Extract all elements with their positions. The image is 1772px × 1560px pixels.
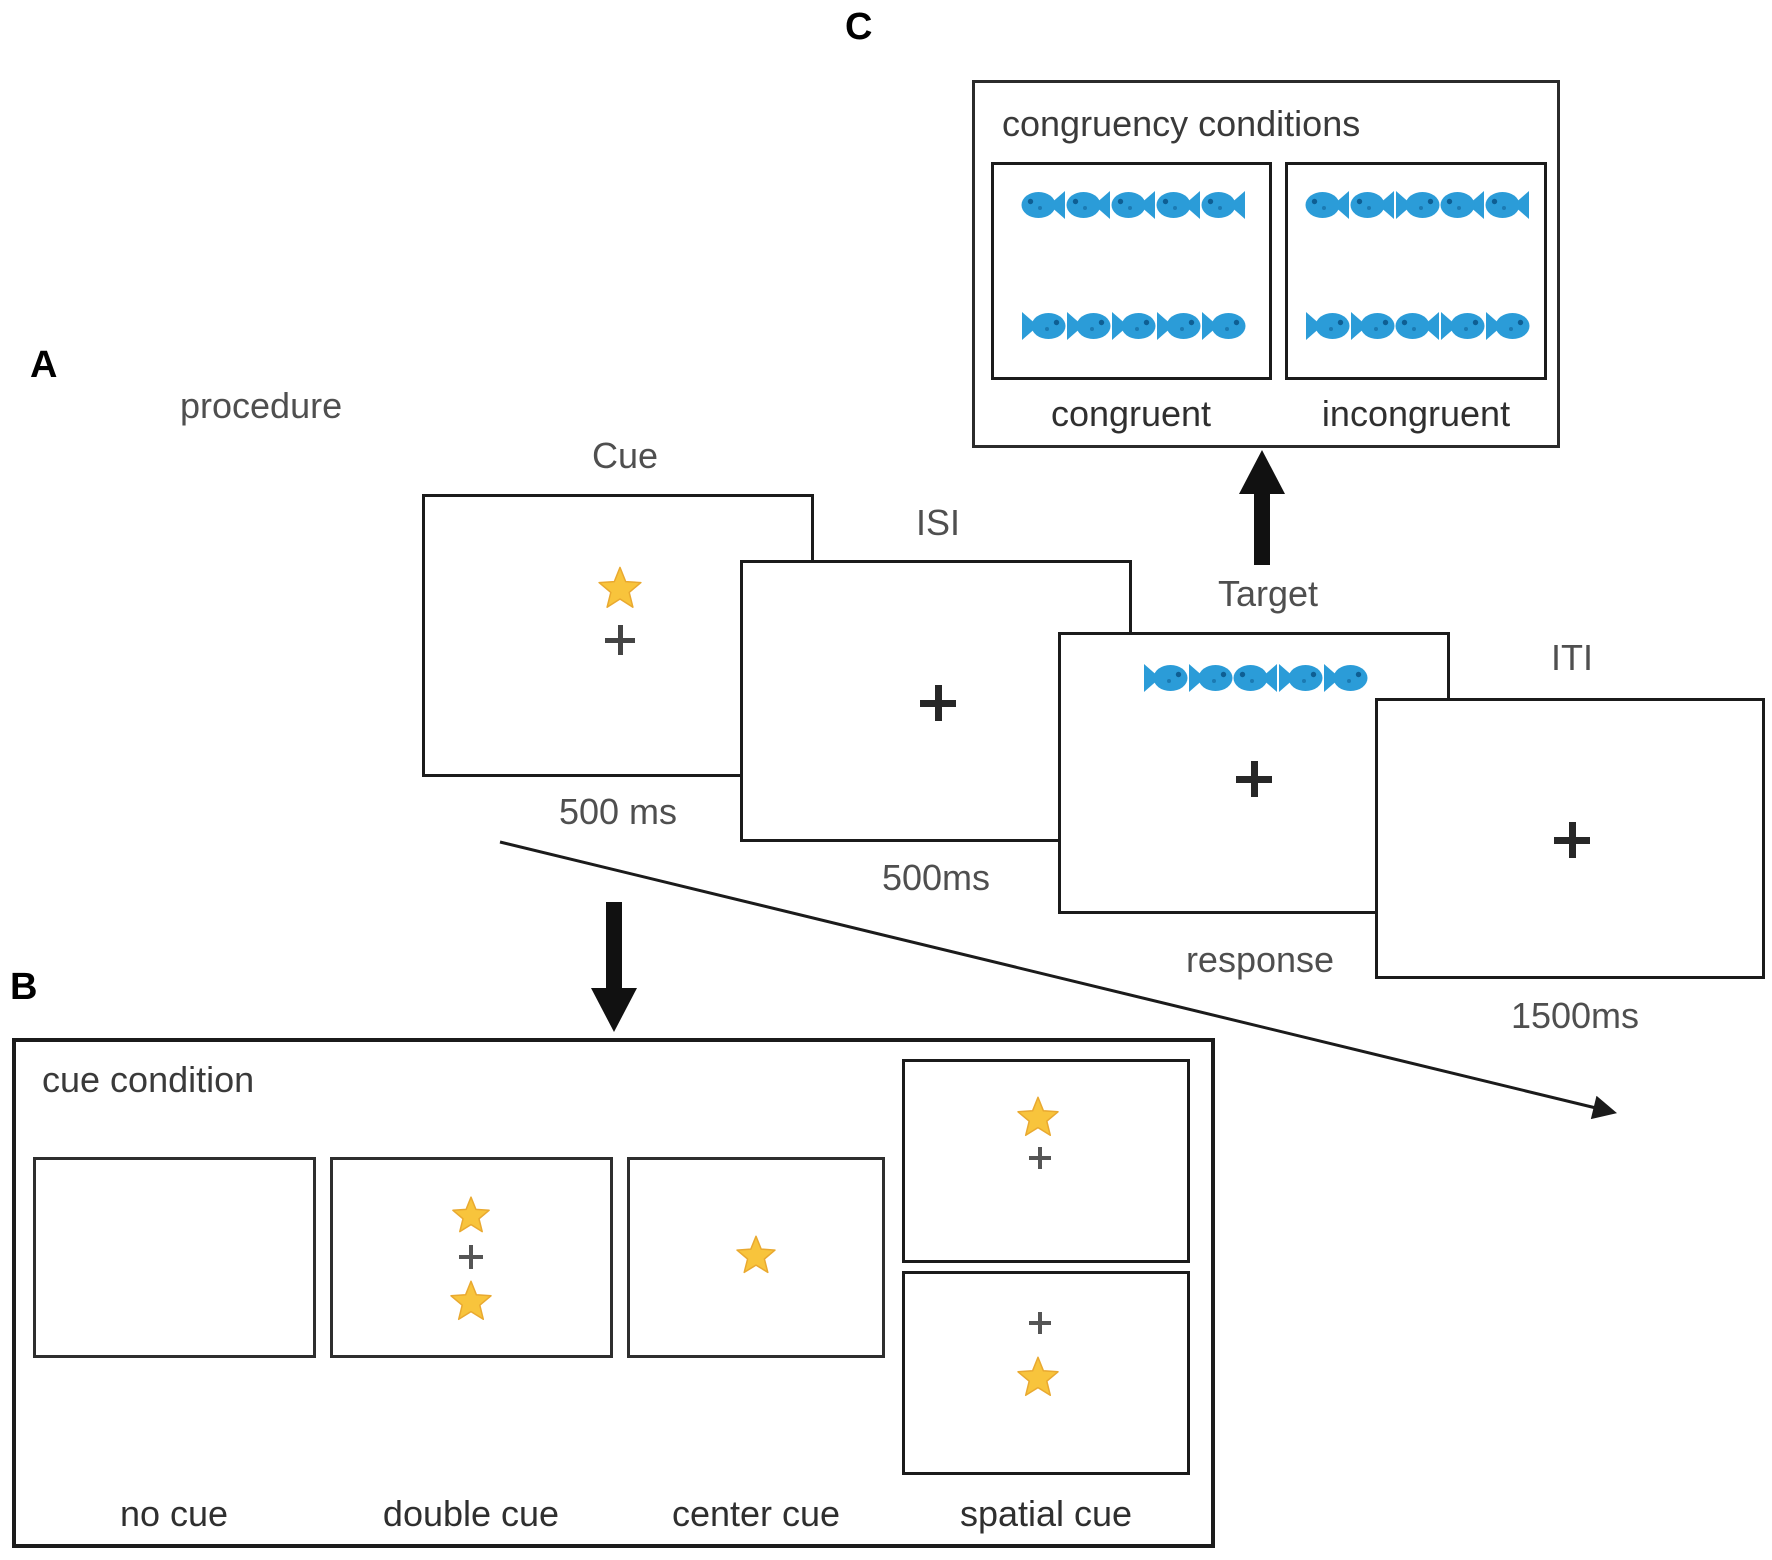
fish-icon <box>1144 664 1188 692</box>
double-cue-fixation-cross <box>459 1245 483 1269</box>
cue-duration-label: 500 ms <box>558 791 678 832</box>
center-cue-star-icon <box>735 1234 777 1281</box>
fish-icon <box>1156 191 1200 219</box>
double-cue-box <box>330 1157 613 1358</box>
panel-a-title: procedure <box>180 385 343 426</box>
congruent-stimulus-box <box>991 162 1272 380</box>
panel-b-letter: B <box>10 966 38 1008</box>
cue-star-icon <box>597 565 643 616</box>
center-cue-label: center cue <box>671 1493 841 1534</box>
spatial-cue-top-star-icon <box>1016 1095 1060 1144</box>
spatial-cue-bottom-box <box>902 1271 1190 1475</box>
spatial-cue-top-box <box>902 1059 1190 1263</box>
incongruent-fish-row-bottom <box>1305 309 1530 343</box>
cue-condition-title: cue condition <box>42 1059 255 1100</box>
target-screen-label: Target <box>1217 573 1319 614</box>
incongruent-label: incongruent <box>1321 393 1511 434</box>
isi-screen-label: ISI <box>915 502 961 543</box>
target-fish-row <box>1143 661 1368 695</box>
fish-icon <box>1440 191 1484 219</box>
arrow-down-to-cue-conditions-icon <box>591 902 637 1032</box>
fish-icon <box>1351 312 1395 340</box>
fish-icon <box>1021 191 1065 219</box>
target-fixation-cross <box>1236 761 1272 797</box>
fish-icon <box>1233 664 1277 692</box>
fish-icon <box>1485 191 1529 219</box>
spatial-cue-bottom-fixation-cross <box>1029 1312 1051 1334</box>
congruent-fish-row-bottom <box>1021 309 1246 343</box>
fish-icon <box>1111 191 1155 219</box>
incongruent-stimulus-box <box>1285 162 1547 380</box>
no-cue-label: no cue <box>119 1493 229 1534</box>
double-cue-star-top-icon <box>451 1195 491 1240</box>
isi-fixation-cross <box>920 685 956 721</box>
center-cue-box <box>627 1157 885 1358</box>
spatial-cue-top-fixation-cross <box>1029 1147 1051 1169</box>
iti-duration-label: 1500ms <box>1510 995 1640 1036</box>
arrow-up-to-congruency-icon <box>1239 450 1285 565</box>
fish-icon <box>1066 191 1110 219</box>
fish-icon <box>1324 664 1368 692</box>
congruent-fish-row-top <box>1021 188 1246 222</box>
panel-c-letter: C <box>845 6 873 48</box>
target-response-label: response <box>1185 939 1335 980</box>
fish-icon <box>1396 191 1440 219</box>
congruency-conditions-title: congruency conditions <box>1002 103 1361 144</box>
iti-screen-label: ITI <box>1551 637 1593 678</box>
fish-icon <box>1306 312 1350 340</box>
spatial-cue-label: spatial cue <box>959 1493 1133 1534</box>
panel-a-letter: A <box>30 344 58 386</box>
no-cue-box <box>33 1157 316 1358</box>
fish-icon <box>1201 191 1245 219</box>
iti-screen <box>1375 698 1765 979</box>
fish-icon <box>1395 312 1439 340</box>
fish-icon <box>1067 312 1111 340</box>
fish-icon <box>1157 312 1201 340</box>
double-cue-star-bottom-icon <box>449 1279 493 1328</box>
double-cue-label: double cue <box>382 1493 560 1534</box>
cue-fixation-cross <box>605 625 635 655</box>
incongruent-fish-row-top <box>1305 188 1530 222</box>
fish-icon <box>1441 312 1485 340</box>
fish-icon <box>1189 664 1233 692</box>
cue-screen-label: Cue <box>591 435 659 476</box>
fish-icon <box>1202 312 1246 340</box>
fish-icon <box>1022 312 1066 340</box>
fish-icon <box>1112 312 1156 340</box>
fish-icon <box>1486 312 1530 340</box>
fish-icon <box>1279 664 1323 692</box>
fish-icon <box>1350 191 1394 219</box>
isi-duration-label: 500ms <box>881 857 991 898</box>
iti-fixation-cross <box>1554 822 1590 858</box>
congruent-label: congruent <box>1050 393 1212 434</box>
fish-icon <box>1305 191 1349 219</box>
spatial-cue-bottom-star-icon <box>1016 1355 1060 1404</box>
